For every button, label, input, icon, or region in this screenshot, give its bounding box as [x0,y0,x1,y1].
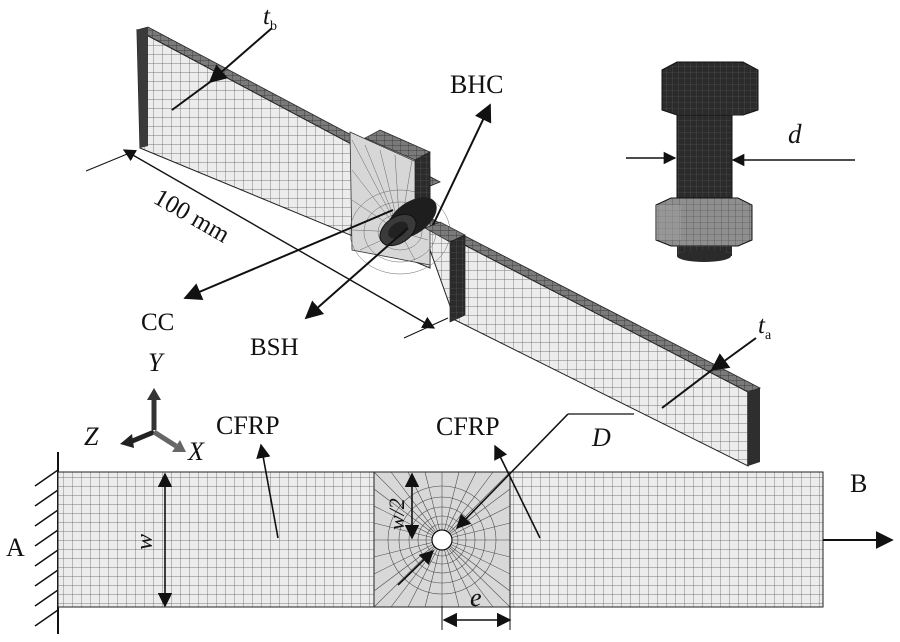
dimension-100mm-label: 100 mm [149,184,235,249]
bolt-hole [431,529,453,551]
bhc-leader [432,103,492,226]
plan-overlap-region [373,471,511,608]
d-label: d [788,119,802,149]
tb-leader [208,27,273,84]
z-axis-label: Z [84,422,99,451]
y-axis-label: Y [148,348,165,377]
cfrp-right-label: CFRP [436,412,500,441]
cfrp-left-leader [256,443,279,539]
bhc-label: BHC [450,70,503,99]
support-a [34,452,59,634]
support-a-label: A [6,533,25,562]
w2-label: w/2 [384,498,409,530]
dimension-100mm [85,149,449,339]
cfrp-left-label: CFRP [216,411,280,440]
axis-triad [120,388,186,452]
e-label: e [470,583,482,612]
D-leader-lower [397,549,435,586]
cc-label: CC [141,309,174,336]
tb-label: tb [263,3,277,34]
x-axis-label: X [187,437,205,466]
w-label: w [132,534,158,550]
ta-label: ta [758,312,772,343]
load-b-label: B [850,469,867,498]
ta-leader [710,337,757,372]
D-label: D [591,423,611,452]
bolt-detail [655,61,759,262]
cfrp-right-leader [494,444,541,539]
bsh-label: BSH [250,334,299,361]
D-leader-upper [455,413,569,530]
